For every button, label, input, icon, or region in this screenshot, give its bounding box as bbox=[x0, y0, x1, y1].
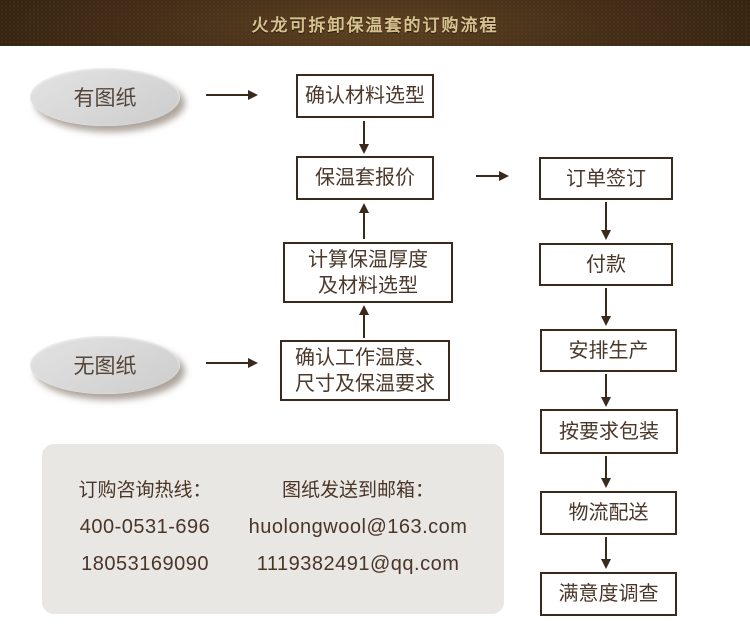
arrow-shaft bbox=[605, 202, 607, 230]
hotline-label: 订购咨询热线： bbox=[78, 479, 212, 501]
arrow-down-icon bbox=[600, 456, 612, 488]
arrow-shaft bbox=[605, 374, 607, 397]
step-confirm-temperature: 确认工作温度、 尺寸及保温要求 bbox=[280, 340, 450, 401]
arrow-right-icon bbox=[206, 357, 258, 369]
arrow-head-right-icon bbox=[499, 171, 509, 181]
start-node-no-drawing-label: 无图纸 bbox=[73, 355, 137, 378]
contact-panel: 订购咨询热线： 400-0531-696 18053169090 图纸发送到邮箱… bbox=[42, 444, 504, 614]
arrow-down-icon bbox=[600, 288, 612, 326]
arrow-down-icon bbox=[358, 121, 370, 154]
step-logistics: 物流配送 bbox=[540, 491, 677, 535]
arrow-shaft bbox=[605, 456, 607, 478]
start-node-no-drawing: 无图纸 bbox=[30, 336, 180, 394]
arrow-shaft bbox=[363, 121, 365, 144]
arrow-head-down-icon bbox=[359, 144, 369, 154]
header-bar: 火龙可拆卸保温套的订购流程 bbox=[0, 0, 750, 46]
arrow-down-icon bbox=[600, 537, 612, 569]
arrow-head-down-icon bbox=[601, 316, 611, 326]
arrow-up-icon bbox=[358, 305, 370, 338]
start-node-has-drawing: 有图纸 bbox=[30, 68, 180, 126]
step-logistics-label: 物流配送 bbox=[568, 502, 649, 524]
email-label: 图纸发送到邮箱： bbox=[282, 479, 435, 501]
step-arrange-production: 安排生产 bbox=[540, 329, 677, 372]
arrow-head-up-icon bbox=[359, 305, 369, 315]
arrow-shaft bbox=[206, 94, 248, 96]
hotline-phone-2: 18053169090 bbox=[81, 552, 209, 575]
arrow-head-right-icon bbox=[248, 90, 258, 100]
step-satisfaction-survey-label: 满意度调查 bbox=[558, 583, 659, 605]
step-confirm-temperature-line2: 尺寸及保温要求 bbox=[295, 372, 435, 395]
arrow-shaft bbox=[476, 175, 499, 177]
step-quote-label: 保温套报价 bbox=[315, 167, 415, 189]
contact-hotline-column: 订购咨询热线： 400-0531-696 18053169090 bbox=[79, 475, 212, 576]
step-calc-thickness-line1: 计算保温厚度 bbox=[308, 248, 428, 271]
arrow-up-icon bbox=[358, 203, 370, 239]
arrow-head-right-icon bbox=[248, 358, 258, 368]
step-arrange-production-label: 安排生产 bbox=[568, 339, 649, 362]
step-confirm-temperature-line1: 确认工作温度、 bbox=[295, 346, 435, 369]
arrow-shaft bbox=[363, 213, 365, 239]
hotline-phone-1: 400-0531-696 bbox=[79, 515, 211, 538]
step-packaging: 按要求包装 bbox=[540, 409, 678, 454]
page-title: 火龙可拆卸保温套的订购流程 bbox=[251, 15, 499, 35]
contact-email-column: 图纸发送到邮箱： huolongwool@163.com 1119382491@… bbox=[249, 475, 468, 576]
arrow-head-down-icon bbox=[601, 559, 611, 569]
arrow-right-icon bbox=[476, 170, 509, 182]
arrow-down-icon bbox=[600, 202, 612, 240]
step-calc-thickness-line2: 及材料选型 bbox=[318, 274, 418, 297]
step-confirm-material-label: 确认材料选型 bbox=[305, 85, 425, 107]
step-quote: 保温套报价 bbox=[296, 156, 434, 200]
arrow-shaft bbox=[605, 288, 607, 316]
step-payment-label: 付款 bbox=[586, 253, 626, 276]
step-payment: 付款 bbox=[539, 243, 673, 286]
arrow-shaft bbox=[206, 362, 248, 364]
email-address-1: huolongwool@163.com bbox=[248, 515, 468, 538]
email-address-2: 1119382491@qq.com bbox=[256, 552, 460, 575]
arrow-head-up-icon bbox=[359, 203, 369, 213]
step-confirm-material: 确认材料选型 bbox=[296, 74, 434, 118]
step-sign-order: 订单签订 bbox=[539, 157, 673, 200]
step-sign-order-label: 订单签订 bbox=[566, 167, 646, 190]
arrow-head-down-icon bbox=[601, 397, 611, 407]
arrow-right-icon bbox=[206, 89, 258, 101]
arrow-head-down-icon bbox=[601, 478, 611, 488]
arrow-head-down-icon bbox=[601, 230, 611, 240]
step-satisfaction-survey: 满意度调查 bbox=[540, 572, 677, 616]
arrow-shaft bbox=[605, 537, 607, 559]
arrow-down-icon bbox=[600, 374, 612, 407]
step-packaging-label: 按要求包装 bbox=[559, 420, 659, 443]
start-node-has-drawing-label: 有图纸 bbox=[73, 87, 137, 110]
arrow-shaft bbox=[363, 315, 365, 338]
step-calc-thickness: 计算保温厚度 及材料选型 bbox=[283, 242, 453, 303]
